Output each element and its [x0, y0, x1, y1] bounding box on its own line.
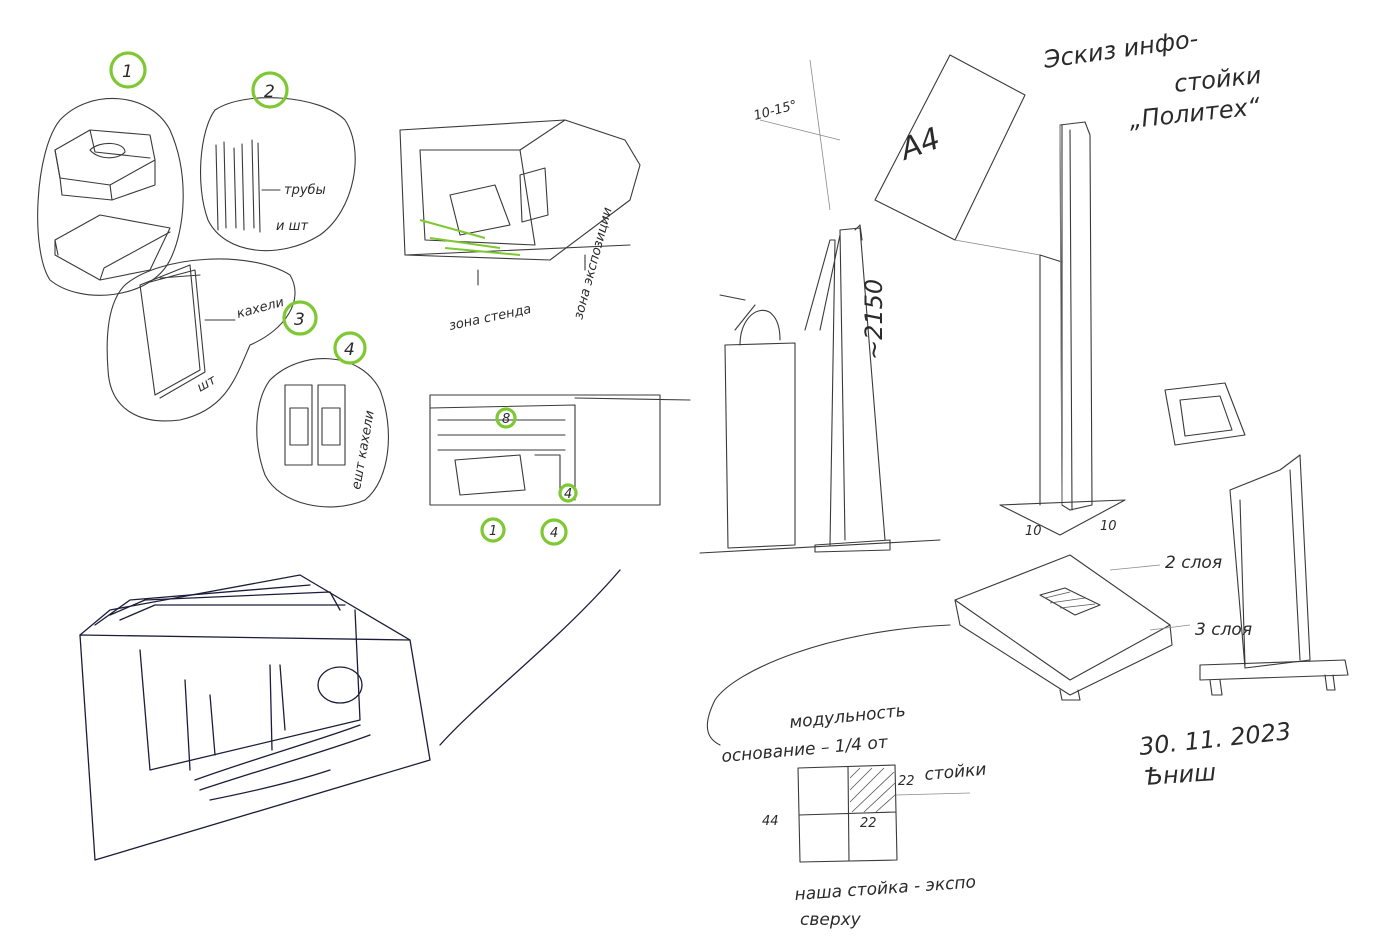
- dim-44: 44: [762, 814, 779, 829]
- number-4: 4: [344, 340, 355, 360]
- number-circle-1: [109, 51, 147, 89]
- panels-drawing: [139, 264, 236, 399]
- three-layers-label: 3 слоя: [1195, 620, 1252, 640]
- plan-number-4b: 4: [550, 526, 558, 541]
- pen-exhibit-sketch: [79, 569, 621, 861]
- modularity-caption-2: сверху: [800, 910, 862, 930]
- title-line-1: Эскиз инфо-: [1041, 25, 1200, 75]
- sofa-table-drawing: [54, 129, 171, 281]
- dim-22-bottom: 22: [860, 816, 877, 831]
- tall-stand-sketch: A4 10 10 2 слоя 3 слоя: [706, 54, 1349, 746]
- plan-number-4a: 4: [564, 487, 572, 502]
- number-3: 3: [294, 310, 305, 330]
- wall-units-drawing: [284, 384, 346, 466]
- modularity-line-2: основание – 1/4 от: [721, 732, 890, 767]
- title-note: Эскиз инфо- стойки „Политех“: [1041, 25, 1263, 134]
- dim-b-label: 10: [1100, 519, 1117, 534]
- stand-zone-label: зона стенда: [448, 302, 533, 334]
- modularity-note: модульность основание – 1/4 от стойки 44…: [721, 701, 988, 930]
- signature: Ѣниш: [1143, 758, 1217, 791]
- hatched-quarter: [849, 767, 896, 813]
- tilt-angle-label: 10-15°: [752, 98, 799, 124]
- blob-2-label-shelf: и шт: [276, 219, 308, 234]
- number-2: 2: [264, 82, 275, 102]
- number-circle-4: [333, 331, 367, 365]
- plan-number-8: 8: [502, 412, 510, 427]
- number-1: 1: [122, 62, 133, 82]
- dim-22-right: 22: [898, 774, 915, 789]
- dim-a-label: 10: [1025, 524, 1042, 539]
- concept-blobs: 1 2 трубы и шт 3 кахели шт 4 ешт кахели: [37, 51, 389, 508]
- blob-2-label-tubes: трубы: [284, 183, 326, 198]
- number-circle-3: [282, 300, 318, 336]
- a4-label: A4: [894, 121, 945, 168]
- stand-perspective: зона стенда зона экспозиции: [399, 119, 641, 334]
- number-circle-2: [251, 71, 289, 109]
- signature-block: 30. 11. 2023 Ѣниш: [1138, 717, 1293, 791]
- modularity-caption-1: наша стойка - экспо: [794, 872, 977, 905]
- signature-date: 30. 11. 2023: [1138, 717, 1293, 761]
- modularity-title: модульность: [788, 701, 906, 733]
- blob-1-outline: [37, 97, 184, 296]
- blob-3-outline: [106, 258, 296, 422]
- blob-4-label: ешт кахели: [349, 409, 378, 490]
- plan-sketch: 8 1 4 4: [429, 394, 691, 546]
- title-line-3: „Политех“: [1128, 92, 1262, 134]
- plan-number-1: 1: [489, 524, 497, 539]
- blob-2-outline: [200, 97, 356, 252]
- modularity-line-3: стойки: [924, 760, 988, 785]
- expo-zone-label: зона экспозиции: [571, 206, 615, 321]
- tubes-drawing: [215, 139, 281, 233]
- blob-3-label-tiles: кахели: [235, 295, 286, 322]
- height-label: ~2150: [860, 279, 888, 360]
- two-layers-label: 2 слоя: [1165, 553, 1222, 573]
